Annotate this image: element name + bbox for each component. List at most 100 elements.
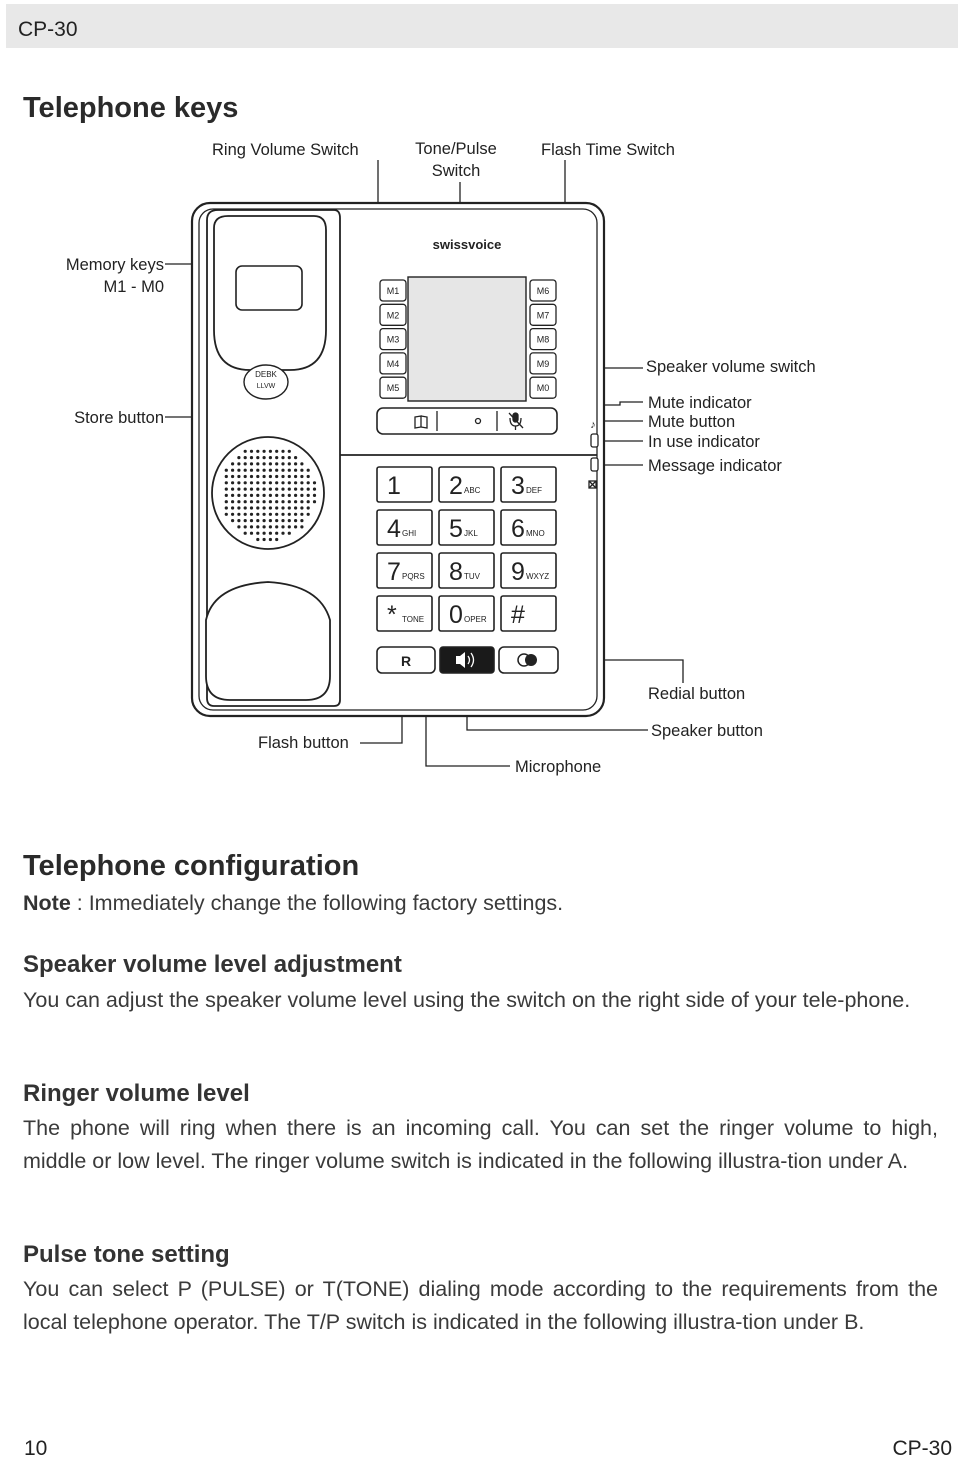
grille-dot	[249, 474, 254, 479]
grille-dot	[243, 487, 247, 491]
keypad-letters: ABC	[464, 486, 481, 495]
grille-dot	[306, 481, 310, 485]
footer-model: CP-30	[892, 1437, 952, 1460]
grille-dot	[262, 456, 266, 460]
memory-key[interactable]	[379, 376, 407, 399]
grille-dot	[287, 525, 291, 529]
grille-dot	[306, 512, 310, 516]
memory-key[interactable]	[379, 327, 407, 351]
memory-key-label: M4	[387, 359, 400, 369]
keypad-key[interactable]	[376, 552, 433, 589]
paragraph-speaker-volume: You can adjust the speaker volume level …	[23, 988, 911, 1012]
label-mute-indicator: Mute indicator	[648, 394, 752, 412]
grille-dot	[306, 468, 310, 472]
keypad-key[interactable]	[376, 509, 433, 546]
grille-dot	[262, 500, 266, 504]
grille-dot	[237, 519, 241, 523]
keypad-key[interactable]	[500, 466, 557, 503]
memory-key[interactable]	[529, 376, 557, 399]
grille-dot	[262, 519, 266, 523]
memory-key[interactable]	[529, 327, 557, 351]
keypad-digit: 5	[449, 515, 463, 543]
grille-dot	[243, 500, 247, 504]
speaker-key[interactable]	[439, 646, 495, 674]
memory-key[interactable]	[379, 352, 407, 375]
memory-key[interactable]	[379, 279, 407, 302]
grille-dot	[268, 481, 272, 485]
keypad-key[interactable]	[438, 509, 495, 546]
grille-dot	[249, 456, 254, 460]
grille-dot	[243, 449, 247, 453]
memory-key-label: M2	[387, 310, 400, 320]
grille-dot	[294, 462, 298, 466]
grille-dot	[231, 493, 235, 497]
grille-dot	[300, 474, 304, 479]
keypad-letters: TUV	[464, 572, 481, 581]
label-memory-keys: Memory keys M1 - M0	[40, 255, 164, 297]
grille-dot	[275, 537, 279, 542]
grille-dot	[256, 468, 260, 472]
keypad-key[interactable]	[500, 509, 557, 546]
keypad-key[interactable]	[438, 552, 495, 589]
grille-dot	[262, 493, 266, 497]
keypad-digit: 6	[511, 515, 525, 543]
label-store-button: Store button	[74, 409, 164, 427]
grille-dot	[256, 493, 260, 497]
grille-dot	[294, 512, 298, 516]
grille-dot	[300, 506, 304, 510]
heading-ringer-volume: Ringer volume level	[23, 1080, 250, 1107]
memory-key[interactable]	[529, 352, 557, 375]
keypad-letters: JKL	[464, 529, 478, 538]
memory-key[interactable]	[379, 303, 407, 326]
grille-dot	[287, 456, 291, 460]
keypad-key[interactable]	[376, 595, 433, 632]
grille-dot	[243, 468, 247, 472]
grille-dot	[256, 481, 260, 485]
keypad-letters: OPER	[464, 615, 487, 624]
keypad-digit: 8	[449, 558, 463, 586]
book-icon[interactable]	[414, 415, 428, 429]
grille-dot	[294, 456, 298, 460]
grille-dot	[243, 531, 247, 535]
grille-dot	[249, 500, 254, 504]
grille-dot	[224, 474, 228, 479]
grille-dot	[275, 512, 279, 516]
keypad-letters: GHI	[402, 529, 416, 538]
grille-dot	[249, 512, 254, 516]
handset-mouthpiece	[205, 581, 331, 701]
grille-dot	[306, 487, 310, 491]
paragraph-pulse-tone: You can select P (PULSE) or T(TONE) dial…	[23, 1277, 938, 1334]
memory-key[interactable]	[529, 279, 557, 302]
memory-key[interactable]	[529, 303, 557, 326]
grille-dot	[256, 474, 260, 479]
grille-dot	[224, 506, 228, 510]
keypad-key[interactable]	[438, 466, 495, 503]
grille-dot	[281, 512, 285, 516]
keypad-key[interactable]	[438, 595, 495, 632]
keypad-digit: *	[387, 601, 397, 629]
label-tone-pulse-line2: Switch	[431, 162, 481, 180]
grille-dot	[256, 487, 260, 491]
function-bar	[376, 407, 558, 435]
grille-dot	[287, 500, 291, 504]
grille-dot	[294, 519, 298, 523]
grille-dot	[275, 487, 279, 491]
keypad-key[interactable]	[500, 595, 557, 632]
memory-key-label: M9	[537, 359, 550, 369]
grille-dot	[281, 493, 285, 497]
cradle-label-bottom: LLVW	[257, 383, 276, 390]
grille-dot	[231, 519, 235, 523]
grille-dot	[275, 525, 279, 529]
mute-microphone-icon[interactable]	[508, 412, 524, 430]
grille-dot	[243, 506, 247, 510]
keypad-key[interactable]	[500, 552, 557, 589]
brand-logo: swissvoice	[433, 237, 502, 252]
flash-key[interactable]	[376, 646, 436, 674]
memory-key-label: M5	[387, 383, 400, 393]
grille-dot	[237, 506, 241, 510]
keypad-key[interactable]	[376, 466, 433, 503]
cradle-label-top: DEBK	[255, 370, 277, 379]
grille-dot	[275, 500, 279, 504]
